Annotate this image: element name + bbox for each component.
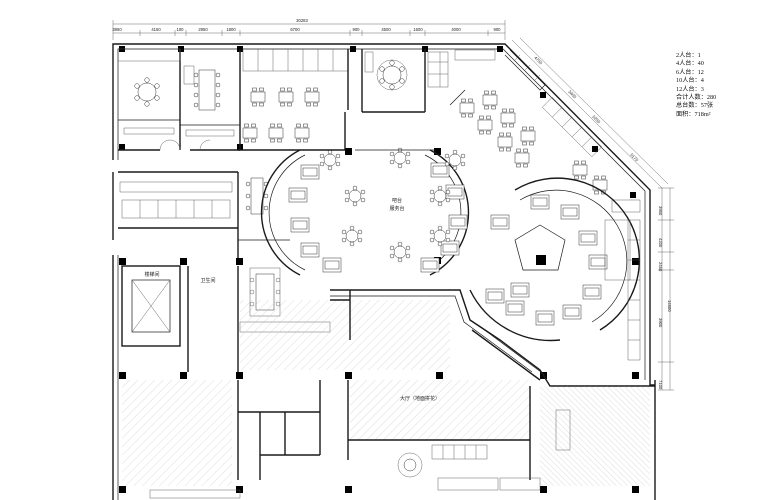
bottom-fixtures — [149, 409, 571, 499]
legend-total-people: 合计人数：280 — [676, 94, 717, 102]
center-label-a: 吧台 — [392, 197, 402, 204]
dim-seg-7: 900 — [353, 27, 361, 32]
dim-seg-11: 900 — [494, 27, 502, 32]
legend-12-seat: 12人台：3 — [676, 85, 704, 93]
legend-6-seat: 6人台：12 — [676, 68, 704, 76]
dim-right-6: 7100 — [658, 380, 663, 390]
dim-seg-10: 4000 — [451, 27, 461, 32]
top-dimension-chain: 30283 3950 4150 100 2950 1800 6700 900 4… — [112, 18, 506, 40]
center-label-b: 服务台 — [389, 205, 404, 212]
legend-total-tables: 总台数：57张 — [676, 102, 714, 110]
dim-right-1: 3950 — [658, 206, 663, 216]
legend-area: 面积：718m² — [676, 110, 711, 118]
dim-seg-5: 1800 — [226, 27, 236, 32]
internal-partitions — [238, 89, 546, 381]
lower-hall: 大厅（地面拼花） — [122, 289, 655, 486]
private-rooms-top-left — [117, 48, 241, 151]
restroom-label: 卫生间 — [200, 277, 215, 284]
dim-seg-4: 2950 — [198, 27, 208, 32]
dim-right-2: 4200 — [658, 238, 663, 248]
top-row-dining — [242, 48, 496, 143]
dim-diag-1: 4750 — [533, 55, 544, 66]
legend-4-seat: 4人台：40 — [676, 60, 704, 68]
dim-seg-9: 1600 — [413, 27, 423, 32]
diagonal-dining-area — [459, 49, 641, 213]
dim-right-4: 14600 — [667, 300, 672, 312]
seating-legend: 2人台：1 4人台：40 6人台：12 10人台：4 12人台：3 合计人数：2… — [676, 52, 766, 119]
dim-seg-3: 100 — [177, 27, 185, 32]
right-booth-area — [469, 177, 641, 361]
stair-label: 楼梯间 — [144, 271, 159, 278]
hall-label: 大厅（地面拼花） — [400, 395, 440, 402]
legend-2-seat: 2人台：1 — [676, 52, 701, 59]
dim-diag-4: 5170 — [629, 152, 640, 163]
dim-right-3: 2450 — [658, 262, 663, 272]
dim-seg-2: 4150 — [151, 27, 161, 32]
central-circular-area: 吧台 服务台 — [260, 147, 470, 276]
diagonal-dimension-chain: 4750 3400 5250 5170 — [511, 37, 669, 189]
dim-diag-3: 5250 — [591, 114, 602, 125]
legend-10-seat: 10人台：4 — [676, 77, 704, 85]
dim-seg-6: 6700 — [290, 27, 300, 32]
left-private-room — [118, 171, 269, 258]
dim-seg-8: 4500 — [381, 27, 391, 32]
dim-diag-2: 3400 — [567, 89, 578, 100]
dim-seg-1: 3950 — [112, 27, 122, 32]
outer-walls — [112, 43, 656, 500]
dim-right-5: 3900 — [658, 318, 663, 328]
dim-overall: 30283 — [296, 18, 308, 23]
right-dimension-chain: 3950 4200 2450 14600 3900 7100 — [658, 187, 674, 391]
